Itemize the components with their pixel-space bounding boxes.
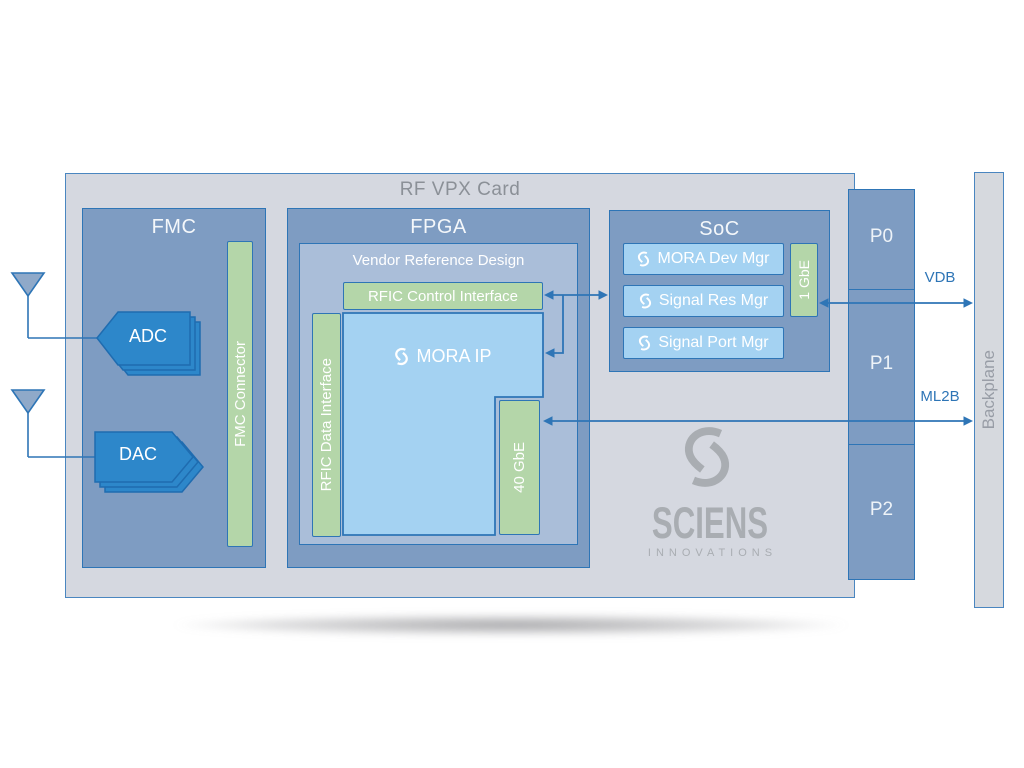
sciens-tagline: INNOVATIONS <box>647 547 778 559</box>
rfic-data-interface-label: RFIC Data Interface <box>318 358 335 492</box>
connector-divider <box>849 444 914 445</box>
connector-p1: P1 <box>869 353 894 374</box>
fmc-connector: FMC Connector <box>227 241 253 547</box>
fpga-title: FPGA <box>410 216 467 238</box>
backplane: Backplane <box>974 172 1004 608</box>
fmc-title: FMC <box>151 216 197 238</box>
mora-dev-mgr-label: MORA Dev Mgr <box>657 250 770 267</box>
signal-res-mgr: Signal Res Mgr <box>623 285 784 317</box>
signal-res-mgr-label: Signal Res Mgr <box>658 292 769 309</box>
vdb-link-label: VDB <box>924 269 956 286</box>
connector-p2: P2 <box>869 499 894 520</box>
sciens-glyph-icon <box>638 335 651 351</box>
antenna-icon <box>10 272 46 298</box>
backplane-label: Backplane <box>979 350 998 430</box>
ml2b-link-label: ML2B <box>920 388 960 405</box>
gbe40-port: 40 GbE <box>499 400 540 535</box>
sciens-glyph-icon <box>639 293 652 309</box>
vpx-connector-strip: P0 P1 P2 <box>848 189 915 580</box>
mora-ip-label: MORA IP <box>416 345 492 366</box>
connector-divider <box>849 289 914 290</box>
rfic-control-interface: RFIC Control Interface <box>343 282 543 310</box>
antenna-icon <box>10 389 46 415</box>
signal-port-mgr: Signal Port Mgr <box>623 327 784 359</box>
connector-p0: P0 <box>869 226 894 247</box>
sciens-glyph-icon <box>394 347 409 366</box>
rfic-data-interface: RFIC Data Interface <box>312 313 341 537</box>
gbe1-port: 1 GbE <box>790 243 818 317</box>
sciens-glyph-icon <box>637 251 650 267</box>
fmc-connector-label: FMC Connector <box>231 341 249 447</box>
dac-label: DAC <box>118 444 157 464</box>
card-shadow <box>75 611 947 639</box>
soc-title: SoC <box>699 218 740 240</box>
gbe1-label: 1 GbE <box>796 260 812 300</box>
gbe40-label: 40 GbE <box>511 442 528 493</box>
signal-port-mgr-label: Signal Port Mgr <box>658 334 769 351</box>
sciens-wordmark: SCIENS <box>651 499 769 549</box>
mora-ip-label-row: MORA IP <box>358 342 528 370</box>
vendor-reference-design-title: Vendor Reference Design <box>352 252 525 269</box>
card-title: RF VPX Card <box>399 179 521 200</box>
adc-label: ADC <box>128 326 167 346</box>
sciens-logo-icon <box>681 424 733 490</box>
mora-dev-mgr: MORA Dev Mgr <box>623 243 784 275</box>
rfic-control-interface-label: RFIC Control Interface <box>367 287 519 305</box>
